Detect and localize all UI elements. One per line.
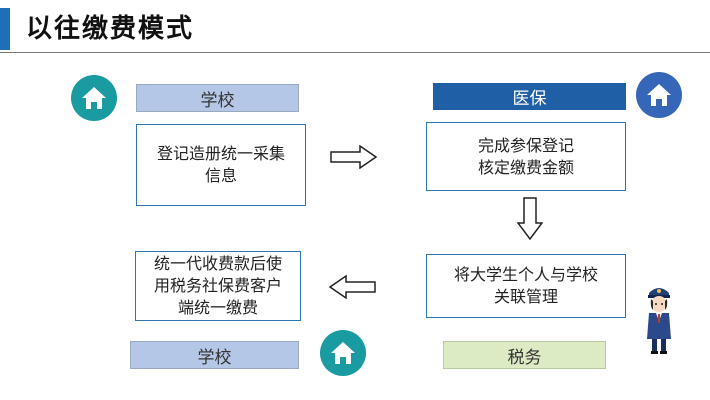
page-title: 以往缴费模式 [26, 14, 195, 44]
medical-insurance-label: 医保 [433, 83, 626, 110]
box-text-line: 登记造册统一采集 [156, 144, 285, 163]
tax-label: 税务 [443, 341, 606, 369]
home-icon [320, 330, 366, 376]
complete-registration-box: 完成参保登记 核定缴费金额 [426, 122, 626, 191]
collect-payment-box: 统一代收费款后使 用税务社保费客户 端统一缴费 [135, 251, 301, 321]
box-text-line: 完成参保登记 [477, 135, 574, 155]
box-text-line: 核定缴费金额 [477, 157, 574, 177]
box-text-line: 信息 [204, 166, 237, 185]
box-text-line: 端统一缴费 [177, 298, 258, 317]
arrow-right-icon [330, 145, 378, 169]
arrow-left-icon [328, 275, 376, 299]
home-icon [71, 75, 117, 121]
register-info-box: 登记造册统一采集 信息 [136, 124, 306, 206]
home-icon [636, 72, 682, 118]
box-text-line: 关联管理 [493, 287, 558, 306]
box-text-line: 用税务社保费客户 [153, 276, 282, 295]
link-students-box: 将大学生个人与学校 关联管理 [426, 254, 626, 318]
school-label-bottom: 学校 [130, 341, 299, 369]
box-text-line: 统一代收费款后使 [153, 254, 282, 273]
title-accent-bar [0, 8, 10, 50]
box-text-line: 将大学生个人与学校 [453, 265, 598, 284]
title-divider [0, 52, 710, 53]
school-label-top: 学校 [136, 84, 299, 112]
tax-officer-icon [647, 288, 671, 354]
arrow-down-icon [517, 197, 543, 241]
